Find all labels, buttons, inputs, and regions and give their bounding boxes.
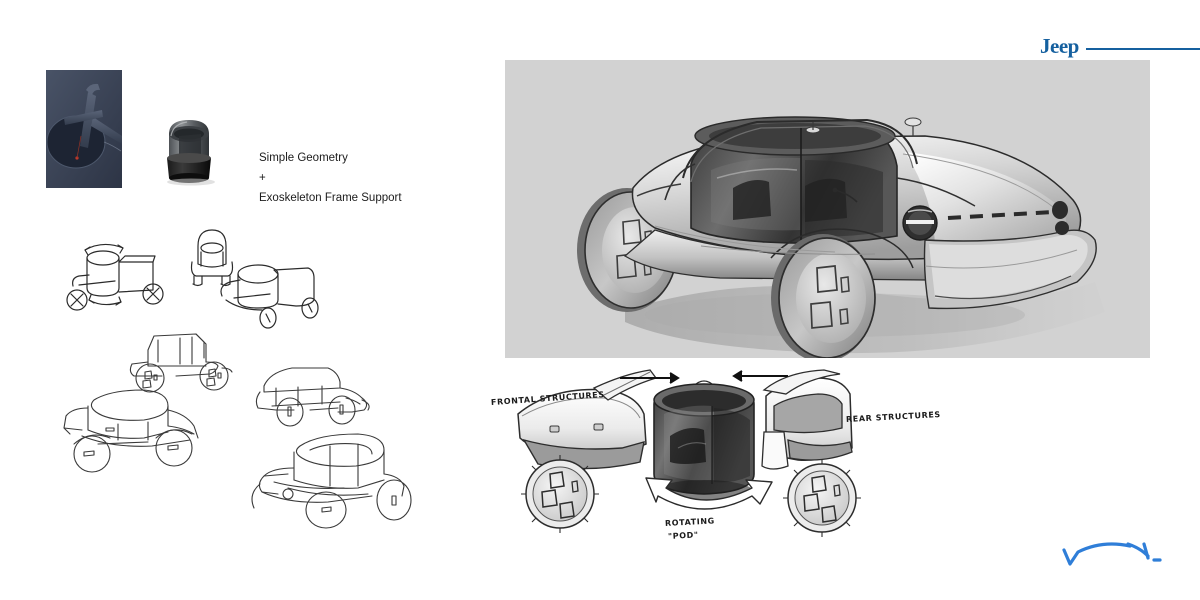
roof-sensors (805, 117, 922, 136)
bicycle-frame-reference (46, 70, 122, 188)
arrow-right-icon (620, 372, 680, 384)
thumb-front-view (182, 222, 242, 288)
rotating-pod-label-line2: "POD" (667, 530, 699, 541)
arrow-left-icon (732, 370, 788, 382)
rear-structure-module (761, 369, 861, 537)
lineart-three-quarter-large (52, 382, 212, 480)
headlamp-main (902, 205, 938, 241)
concept-caption: Simple Geometry + Exoskeleton Frame Supp… (259, 148, 402, 208)
double-curved-arrow-icon (645, 477, 773, 510)
exploded-architecture-diagram (498, 369, 958, 570)
front-structure-module (517, 369, 658, 533)
thumb-three-quarter (210, 248, 325, 330)
jeep-wordmark: Jeep (1040, 34, 1079, 58)
cabin-pod (690, 116, 898, 244)
brand-rule (1085, 47, 1200, 50)
designer-signature (1058, 534, 1170, 574)
lineart-side-a (118, 328, 246, 400)
brand-lockup: Jeep (1040, 36, 1200, 57)
caption-line-3: Exoskeleton Frame Support (259, 192, 402, 204)
lineart-side-b (252, 362, 374, 432)
thumb-side-pod-buggy (55, 228, 180, 314)
lineart-rear-three-quarter (244, 424, 422, 530)
rotating-pod-module (653, 380, 755, 504)
hero-vehicle-render (505, 60, 1150, 358)
grille-dash-line (947, 210, 1054, 220)
front-module-wheel (521, 455, 599, 533)
rear-module-wheel (783, 459, 861, 537)
headlamp-secondary (1052, 201, 1069, 235)
caption-line-2: + (259, 172, 266, 184)
front-wheel (771, 234, 876, 358)
caption-line-1: Simple Geometry (259, 152, 348, 164)
speaker-pod-reference (155, 108, 223, 190)
